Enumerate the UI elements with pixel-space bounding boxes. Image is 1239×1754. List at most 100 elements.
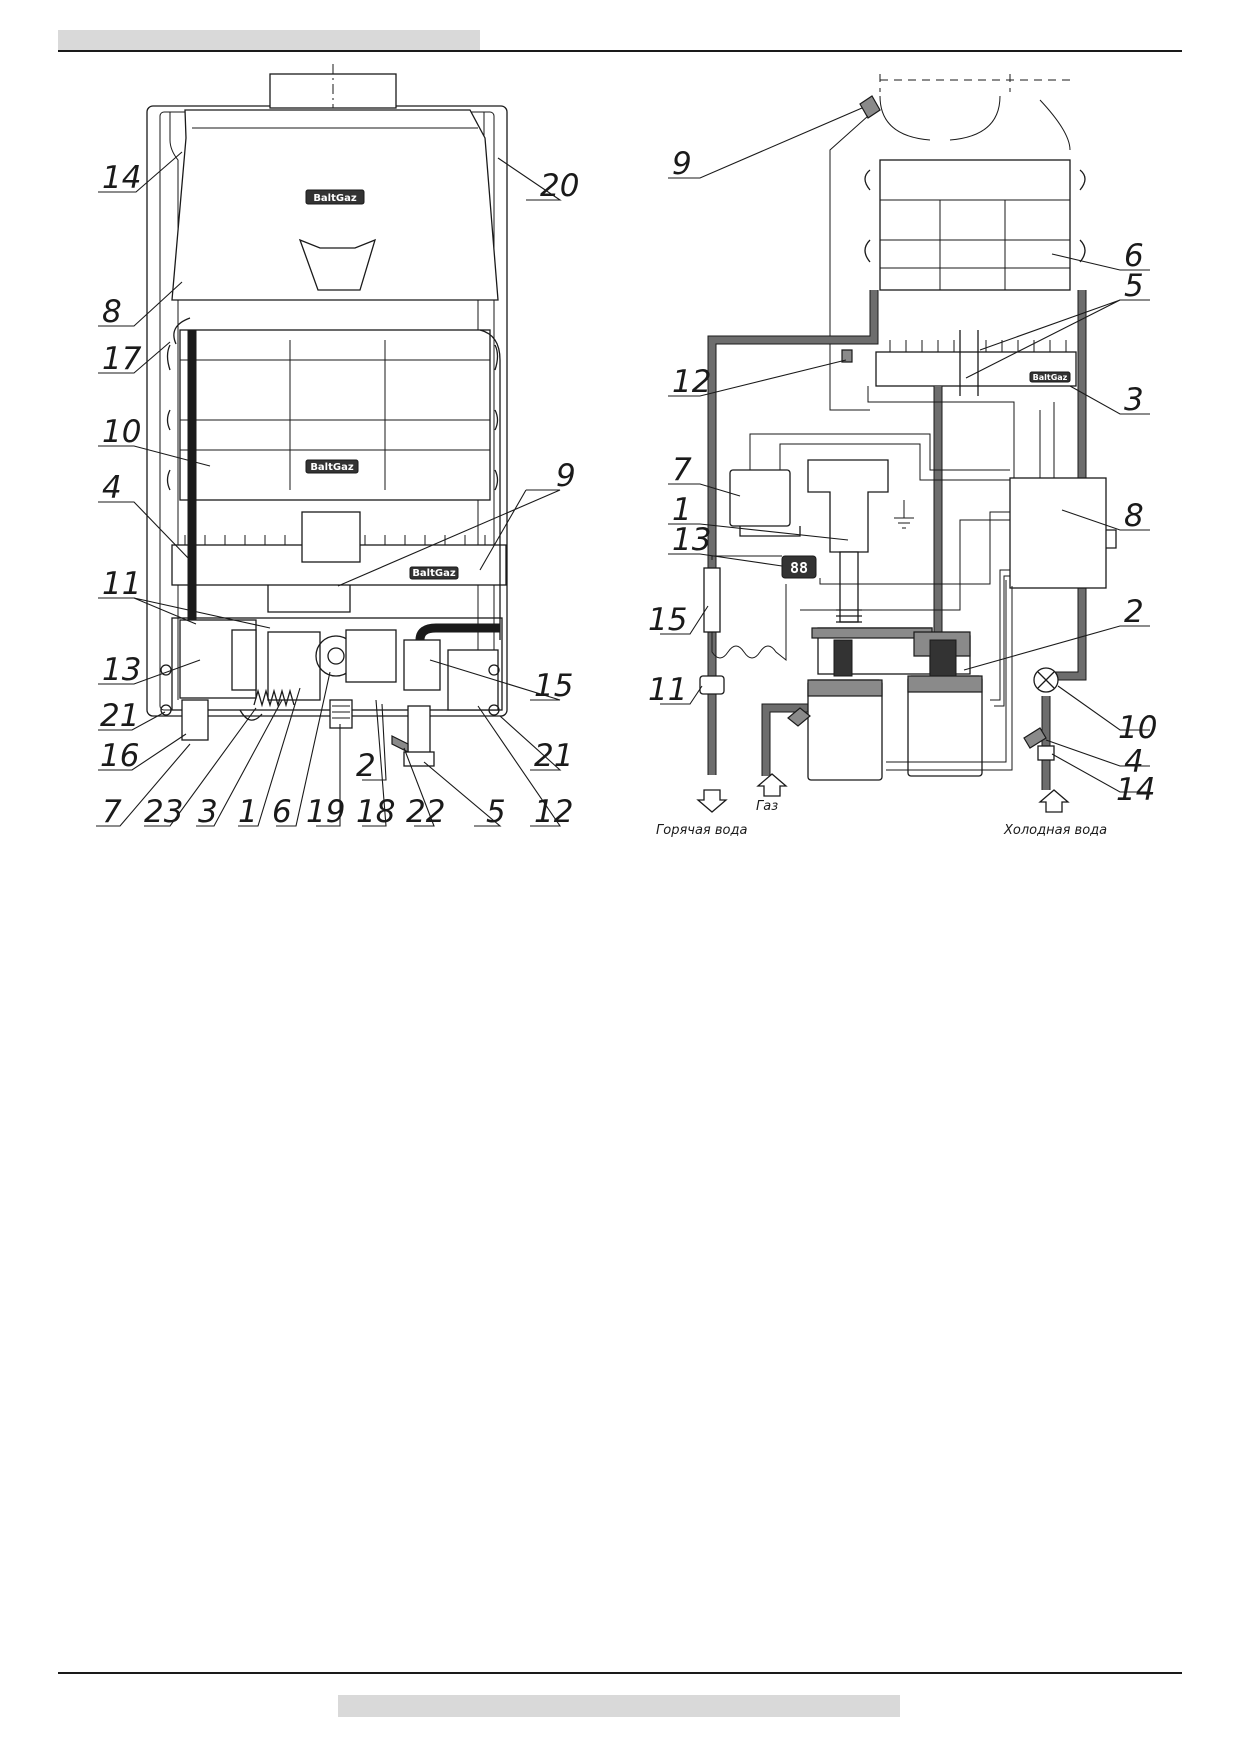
callout-number: 10 bbox=[1118, 710, 1157, 746]
footer-rule bbox=[58, 1672, 1182, 1674]
exchanger-dividers bbox=[289, 340, 386, 490]
control-tab bbox=[1106, 529, 1117, 549]
gas-tap bbox=[787, 707, 811, 727]
left-diagram: BaltGaz BaltGaz BaltGaz bbox=[96, 64, 579, 830]
callout-number: 6 bbox=[272, 794, 292, 830]
leader-line bbox=[316, 724, 341, 827]
gas-valve-block bbox=[345, 629, 397, 683]
right-diagram: BaltGaz 88 bbox=[648, 74, 1157, 838]
leader-line bbox=[98, 733, 187, 771]
gas-inlet-pipe-fill bbox=[762, 704, 820, 776]
callout-number: 13 bbox=[102, 652, 141, 688]
brand-plate bbox=[305, 189, 365, 205]
callout-number: 12 bbox=[672, 364, 711, 400]
leader-line bbox=[144, 707, 257, 827]
leader-line bbox=[497, 157, 562, 201]
leader-line bbox=[1045, 739, 1150, 767]
wire bbox=[749, 433, 1010, 471]
ignition-unit bbox=[729, 469, 791, 527]
overheat-sensor bbox=[859, 95, 881, 119]
callout-number: 8 bbox=[1124, 498, 1144, 534]
valve-core-right bbox=[929, 639, 957, 677]
bracket-hook bbox=[239, 709, 263, 721]
callout-number: 4 bbox=[1124, 744, 1144, 780]
header-bar bbox=[58, 30, 480, 50]
callout-number: 23 bbox=[144, 794, 183, 830]
tap-handle bbox=[391, 735, 409, 753]
filter-nut bbox=[1037, 745, 1055, 761]
callout-number: 3 bbox=[198, 794, 218, 830]
leader-line bbox=[362, 703, 387, 781]
gas-arrow-icon bbox=[756, 773, 788, 797]
cold-water-caption: Холодная вода bbox=[1003, 823, 1107, 838]
footer-bar bbox=[338, 1695, 900, 1717]
callout-number: 2 bbox=[356, 748, 376, 784]
leader-line bbox=[668, 553, 783, 567]
cold-water-pipe bbox=[479, 329, 501, 640]
cold-tap bbox=[1023, 727, 1047, 749]
left-rail bbox=[169, 112, 179, 700]
callout-number: 7 bbox=[102, 794, 122, 830]
leader-line bbox=[98, 711, 166, 731]
leader-line bbox=[660, 605, 709, 635]
callout-number: 9 bbox=[672, 146, 692, 182]
tube-bends-right bbox=[1079, 169, 1086, 263]
tube-bends-left bbox=[166, 344, 171, 491]
brand-label: BaltGaz bbox=[310, 462, 354, 473]
wire bbox=[779, 443, 1010, 481]
wire bbox=[711, 555, 782, 560]
screw-icon bbox=[488, 664, 500, 676]
ignition-base bbox=[739, 526, 801, 537]
callout-number: 22 bbox=[406, 794, 445, 830]
hood-arcs bbox=[879, 95, 1071, 151]
cold-water-arrow-icon bbox=[1038, 789, 1070, 813]
leader-line bbox=[477, 705, 562, 827]
brand-label: BaltGaz bbox=[313, 193, 357, 204]
leader-line bbox=[423, 761, 502, 827]
callout-number: 14 bbox=[102, 160, 141, 196]
leader-line bbox=[965, 299, 1150, 379]
leader-line bbox=[668, 523, 849, 541]
exchanger-dividers bbox=[939, 200, 1006, 290]
tube-bend bbox=[173, 317, 191, 345]
electrodes bbox=[959, 330, 979, 396]
leader-line bbox=[337, 489, 561, 587]
drain-valve-cross bbox=[1037, 671, 1055, 689]
callout-number: 1 bbox=[238, 794, 258, 830]
leader-line bbox=[98, 597, 271, 629]
callout-number: 4 bbox=[102, 470, 122, 506]
callout-number: 12 bbox=[534, 794, 573, 830]
callout-number: 6 bbox=[1124, 238, 1144, 274]
electrode-block bbox=[301, 511, 361, 563]
callout-number: 15 bbox=[534, 668, 573, 704]
brand-label: BaltGaz bbox=[1033, 373, 1068, 382]
hot-water-arrow-icon bbox=[696, 789, 728, 813]
control-box bbox=[1009, 477, 1107, 589]
gas-manifold bbox=[267, 585, 351, 613]
hot-outlet bbox=[181, 699, 209, 741]
header-rule bbox=[58, 50, 1182, 52]
microswitch-rod bbox=[839, 551, 859, 623]
flue-outline bbox=[879, 74, 1070, 92]
draft-hood bbox=[171, 109, 499, 301]
hot-water-caption: Горячая вода bbox=[656, 823, 747, 838]
tube-bends-right bbox=[494, 344, 499, 491]
wire bbox=[1039, 402, 1055, 478]
callout-number: 11 bbox=[102, 566, 141, 602]
callout-number: 11 bbox=[648, 672, 687, 708]
heat-exchanger bbox=[179, 329, 491, 501]
leader-line bbox=[98, 341, 171, 374]
leader-line bbox=[362, 699, 387, 827]
solenoid-right-cap bbox=[907, 675, 983, 693]
leader-line bbox=[96, 743, 191, 827]
callout-number: 8 bbox=[102, 294, 122, 330]
callout-number: 10 bbox=[102, 414, 141, 450]
tube-bends-left bbox=[864, 169, 871, 263]
leader-line bbox=[429, 659, 561, 701]
gas-valve-core bbox=[327, 647, 345, 665]
leader-line bbox=[668, 107, 863, 179]
inlet-nut bbox=[403, 751, 435, 767]
callout-number: 17 bbox=[102, 341, 142, 377]
digital-display bbox=[781, 555, 817, 579]
